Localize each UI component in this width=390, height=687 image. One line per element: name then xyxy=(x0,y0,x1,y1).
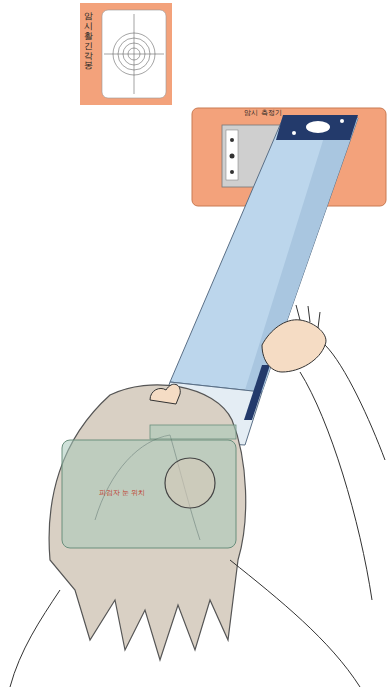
side-clip xyxy=(244,365,270,420)
head-hair xyxy=(49,385,246,660)
target-rings xyxy=(104,14,164,94)
arm-line xyxy=(325,345,385,460)
button-strip xyxy=(226,130,238,180)
tube-side xyxy=(245,118,358,392)
right-hand xyxy=(262,320,326,372)
device-label: 암시 측정기 xyxy=(226,108,300,118)
node-text: 암시활긴각봉 xyxy=(84,12,93,71)
eye-window xyxy=(165,458,215,508)
target-card xyxy=(80,3,172,105)
plate-note: 피검자 눈 위치 xyxy=(88,488,156,498)
node-text: 암시 측정기 xyxy=(226,108,300,118)
card-caption: 암시활긴각봉 xyxy=(84,12,98,71)
left-hand xyxy=(150,384,180,404)
target-face xyxy=(102,10,166,98)
face-plate xyxy=(62,440,236,548)
top-bracket xyxy=(276,115,358,140)
node-text: 피검자 눈 위치 xyxy=(88,488,156,498)
